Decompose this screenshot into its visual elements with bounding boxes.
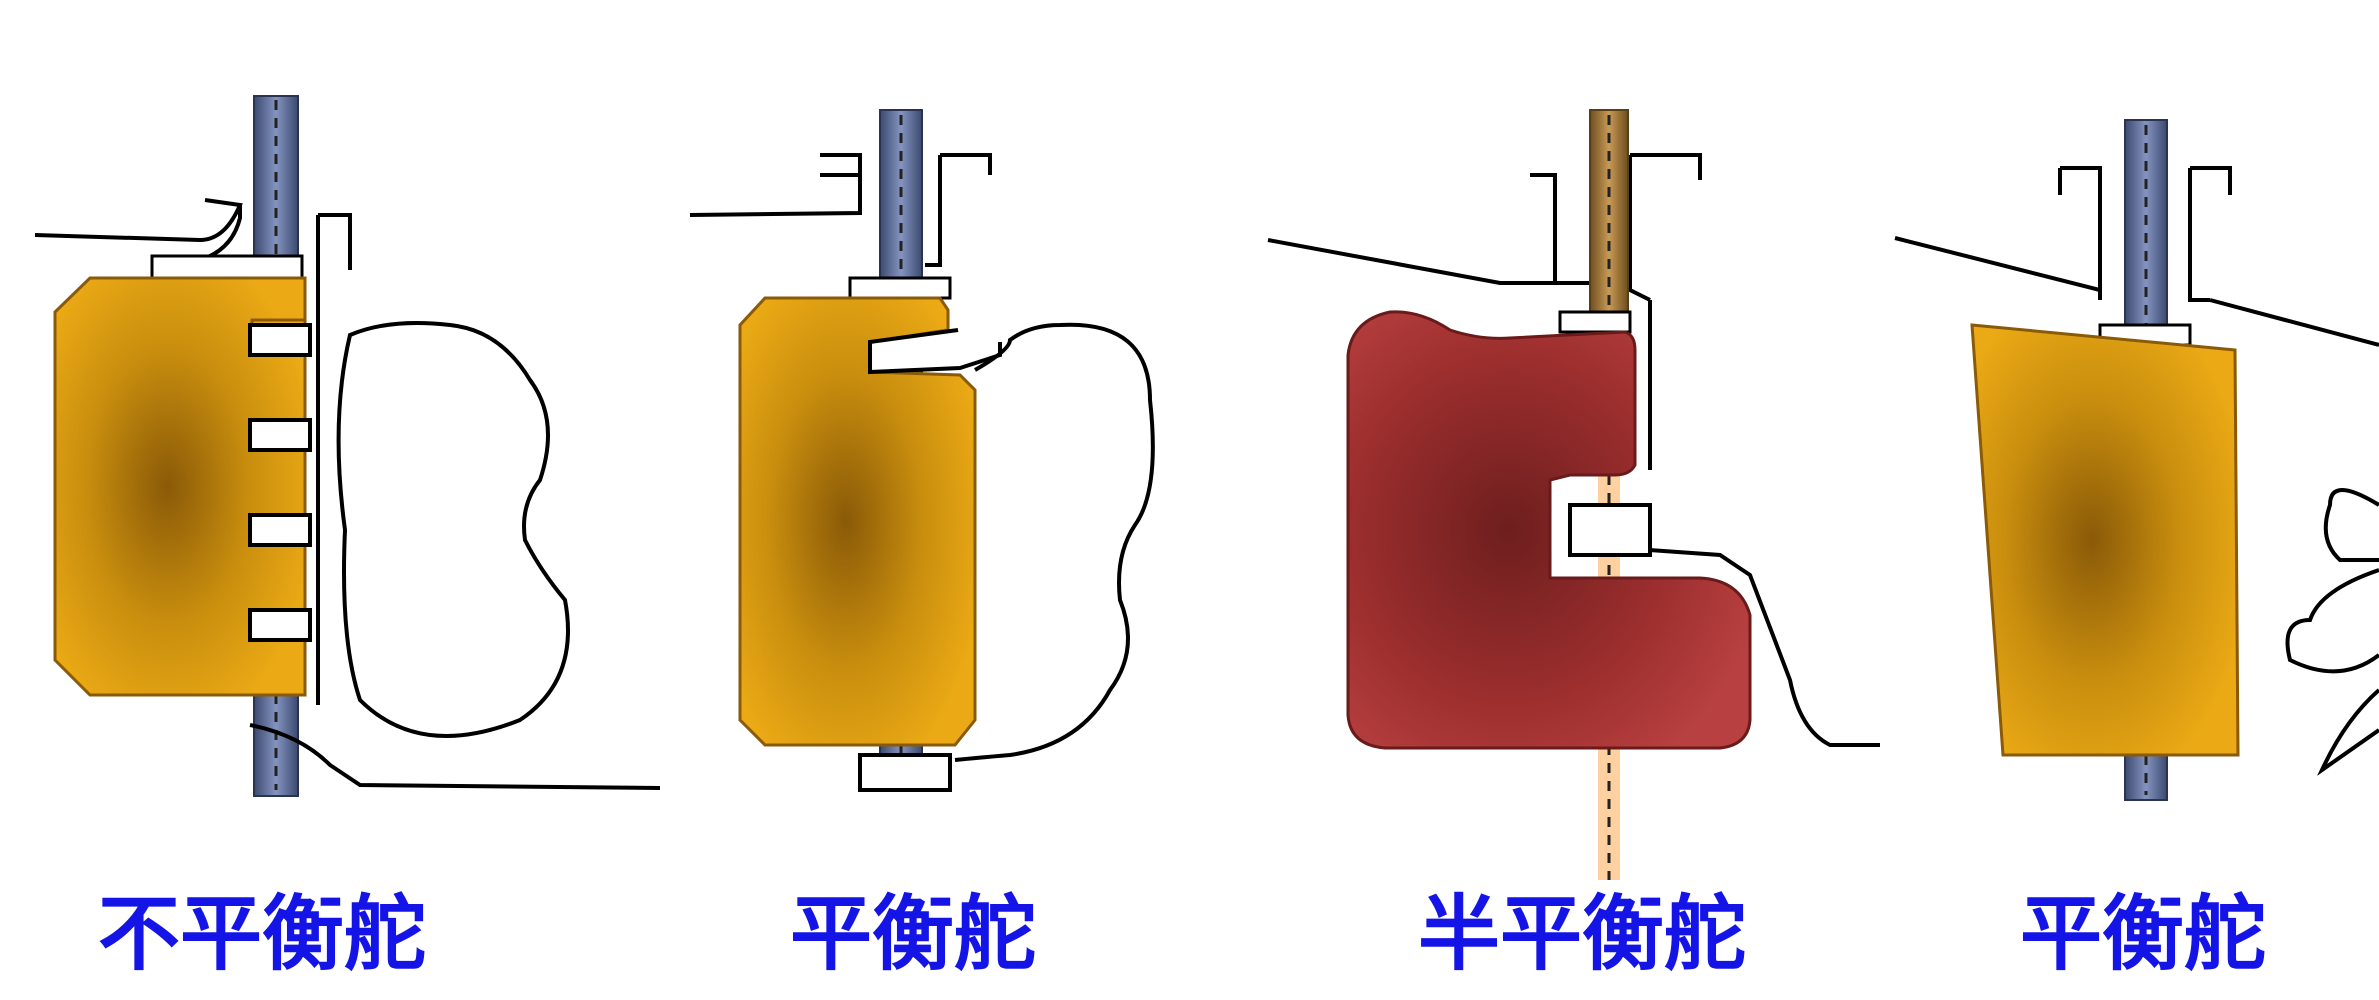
hull-line [34,198,243,264]
propeller-aperture [954,322,1155,762]
bearing [848,276,952,300]
rudder-trunk [2058,166,2232,302]
bearing [1558,310,1632,334]
panel-balanced-2 [1894,119,2379,801]
panel-semi-balanced [1267,109,1880,880]
panel-balanced-1 [689,109,1155,792]
caption-semi-balanced-rudder: 半平衡舵 [1418,887,1747,982]
horn [1568,503,1652,557]
propeller-icon [2285,488,2379,776]
rudder-blade [1970,323,2240,757]
rudder-trunk [1628,153,1702,470]
sole-line [1649,548,1880,747]
bearing [150,254,304,280]
rudder-blade [1346,310,1752,750]
sole-piece [249,723,661,790]
rudder-trunk [925,153,992,267]
caption-unbalanced-rudder: 不平衡舵 [98,887,427,982]
caption-balanced-rudder-2: 平衡舵 [2020,887,2267,982]
hull-line [1267,173,1590,285]
rudder-blade [738,296,977,747]
panel-unbalanced [34,95,661,797]
lower-pintle [858,753,952,792]
stern-post [316,213,352,705]
propeller-aperture [336,320,570,738]
hull-line [689,153,862,217]
caption-balanced-rudder: 平衡舵 [790,887,1037,982]
pintle-gudgeons [248,323,312,642]
